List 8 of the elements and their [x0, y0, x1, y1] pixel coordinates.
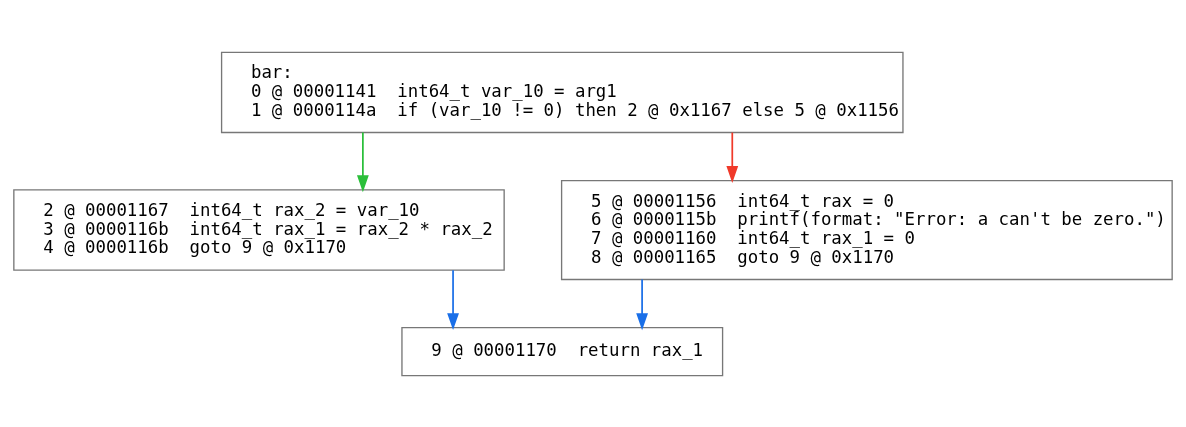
node-box: bar: 0 @ 00001141 int64_t var_10 = arg1 1 @ 0000114a if (var_10 != 0) then 2 @ 0x1167 else 5 @ 0x1156 [220, 51, 904, 133]
arrow [636, 278, 648, 330]
node-box: 9 @ 00001170 return rax_1 [401, 326, 724, 376]
node-box: 2 @ 00001167 int64_t rax_2 = var_10 3 @ 0000116b int64_t rax_1 = rax_2 * rax_2 4 @ 0000116b goto 9 @ 0x1170 [13, 188, 505, 271]
arrow [356, 131, 369, 192]
arrow [726, 131, 739, 183]
arrow [447, 268, 459, 330]
node-box: 5 @ 00001156 int64_t rax = 0 6 @ 0000115b printf(format: "Error: a can't be zero.") 7 @ 00001160 int64_t rax_1 = 0 8 @ 00001165 goto 9 @ 0x1170 [560, 179, 1173, 280]
